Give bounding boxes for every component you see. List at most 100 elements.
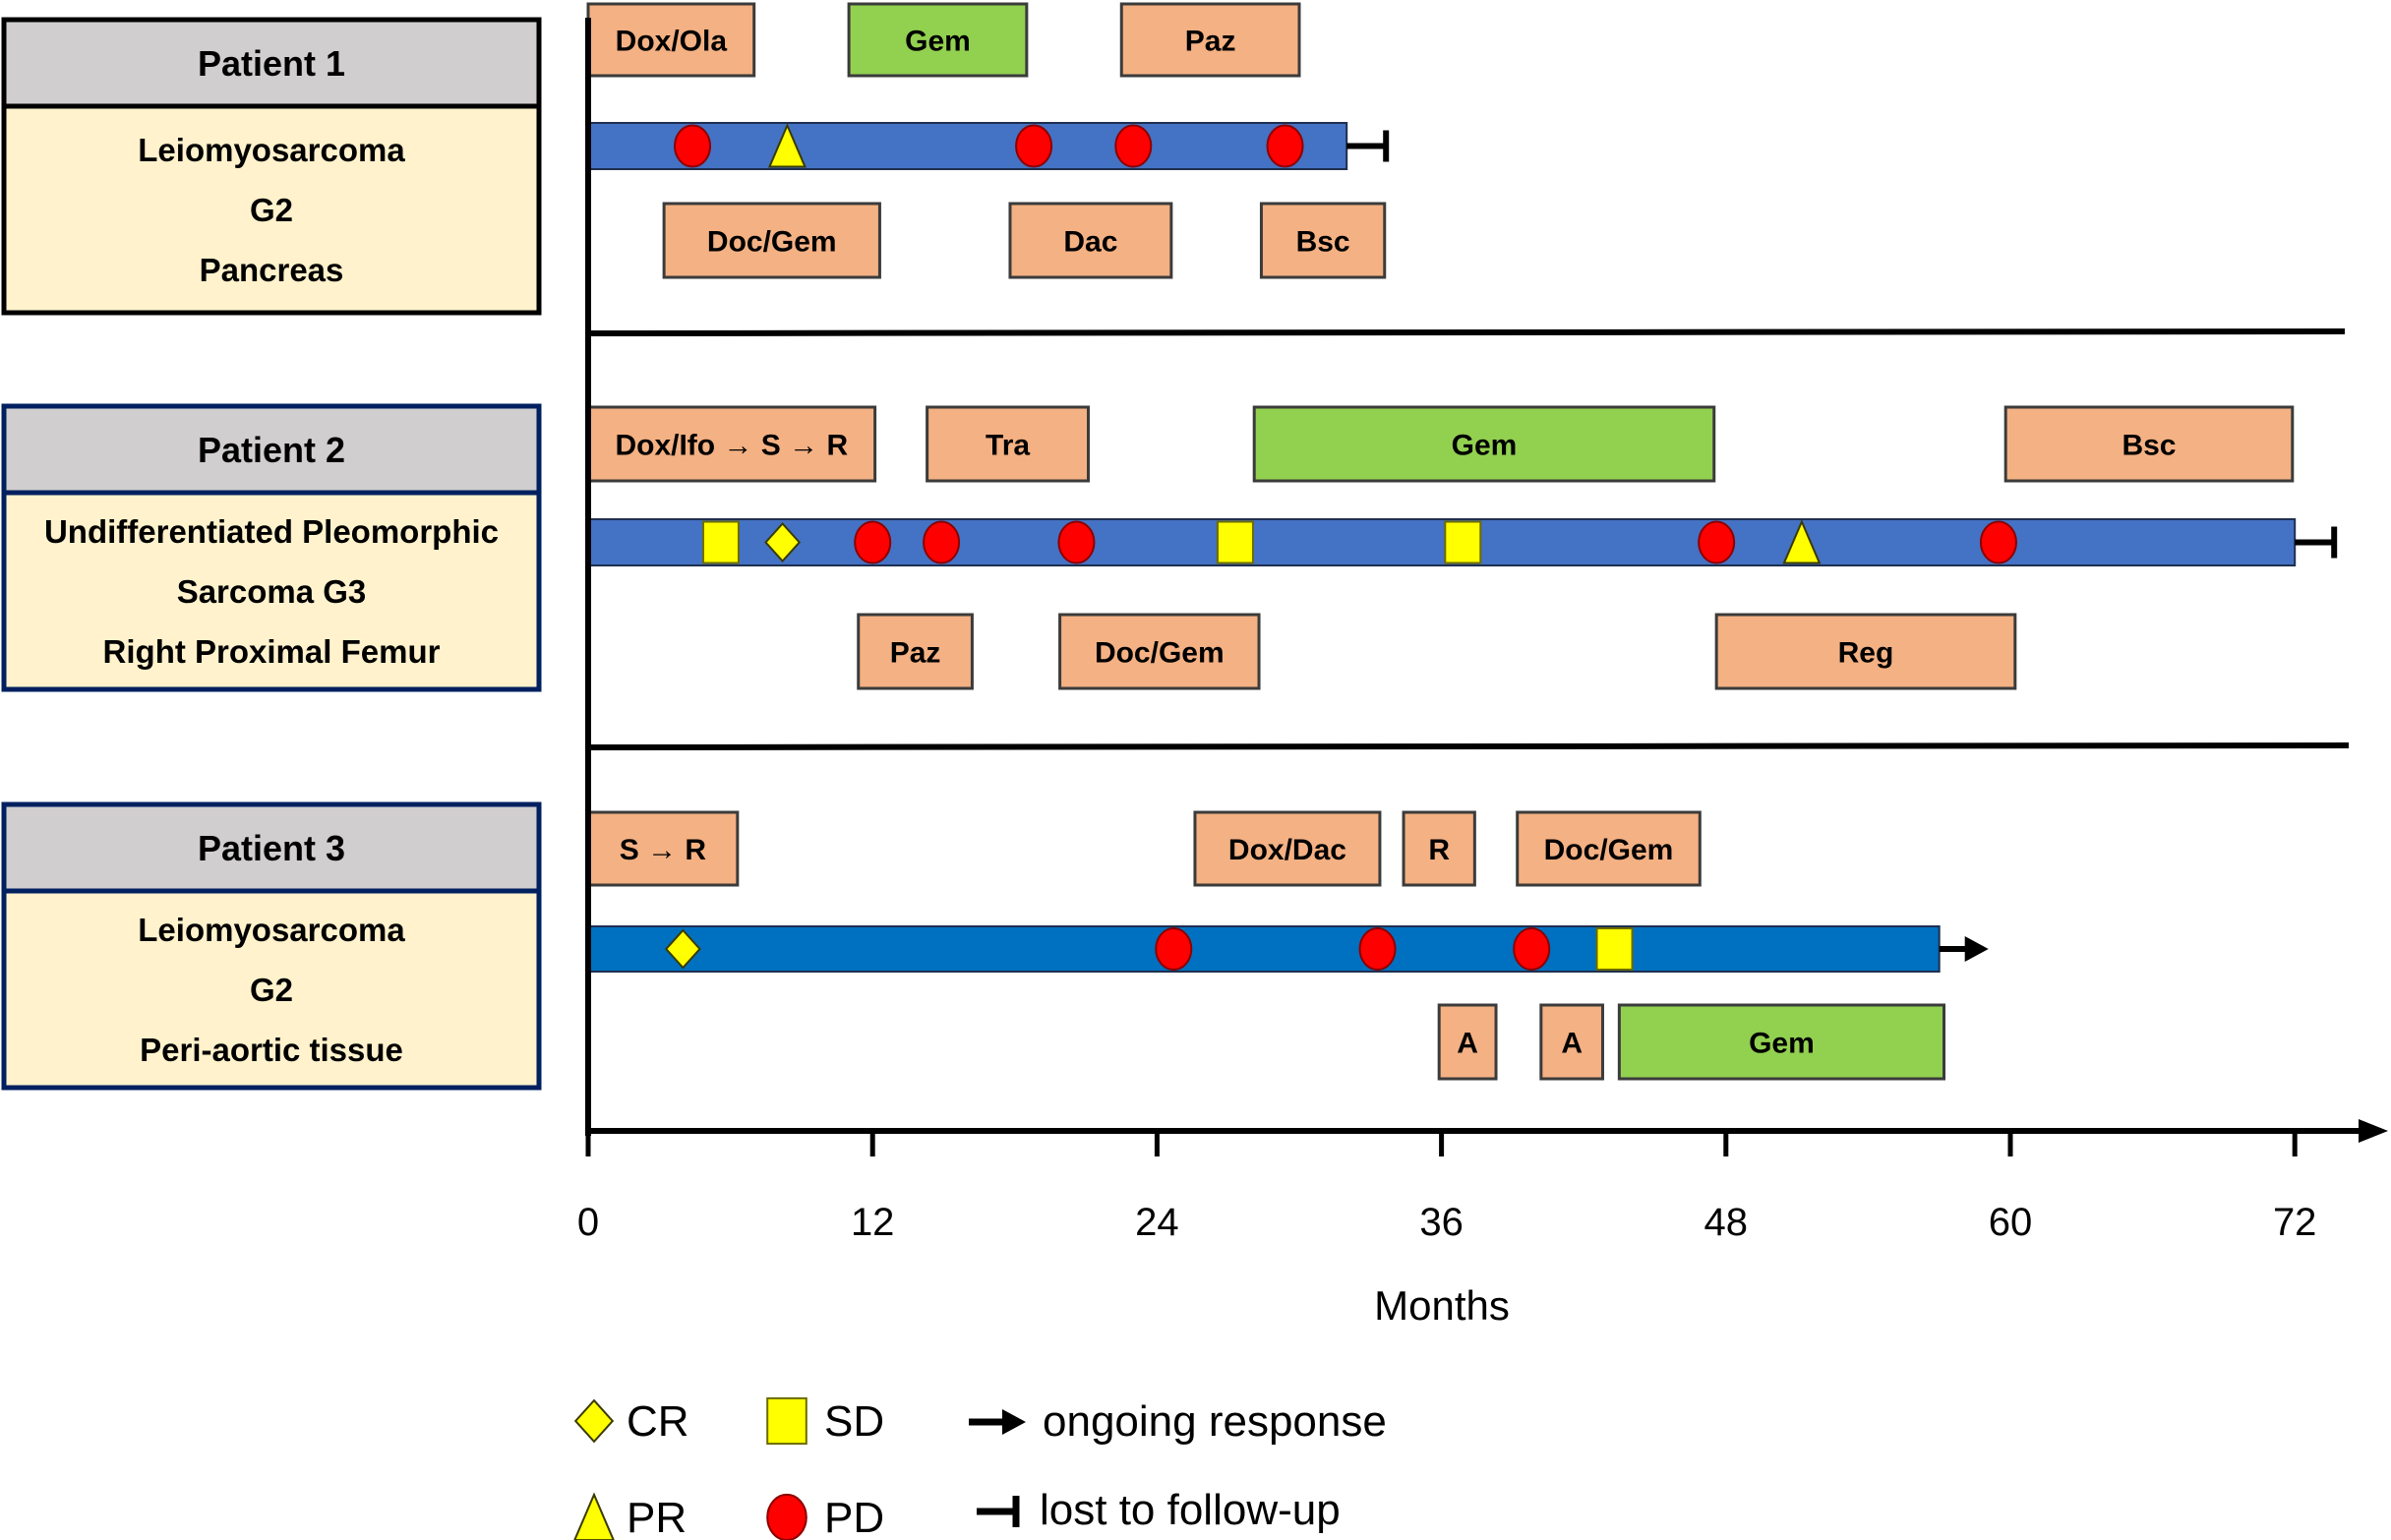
patient-details-box xyxy=(1,490,542,692)
x-tick-label: 36 xyxy=(1419,1201,1464,1244)
treatment-label: Doc/Gem xyxy=(1544,834,1674,866)
treatment-label: Bsc xyxy=(2122,430,2176,462)
treatment-below: Doc/Gem xyxy=(662,202,881,279)
sd-marker xyxy=(701,520,740,564)
treatment-box xyxy=(586,2,756,78)
treatment-label: Tra xyxy=(986,430,1030,462)
pd-marker xyxy=(1513,927,1551,971)
row-separators xyxy=(587,328,2350,750)
treatment-above: Gem xyxy=(1252,405,1716,483)
pd-marker xyxy=(923,520,961,564)
patient-panels: Patient 1LeiomyosarcomaG2PancreasPatient… xyxy=(1,17,542,1091)
patient-detail-line: Leiomyosarcoma xyxy=(138,132,405,168)
patient-detail-line: Leiomyosarcoma xyxy=(138,912,405,948)
treatment-label: Dox/Ola xyxy=(616,26,728,58)
treatment-box xyxy=(1402,810,1476,887)
treatment-box xyxy=(1259,202,1387,279)
pd-marker xyxy=(854,520,892,564)
legend-label: PR xyxy=(627,1494,687,1540)
treatment-label: R xyxy=(1428,834,1450,866)
pr-marker xyxy=(573,1492,615,1540)
treatment-label: Reg xyxy=(1838,637,1894,670)
treatment-above: Dox/Dac xyxy=(1193,810,1382,887)
legend-item: PD xyxy=(766,1493,884,1540)
sd-marker xyxy=(766,1396,807,1446)
pd-marker xyxy=(1015,124,1053,168)
treatment-below: A xyxy=(1539,1003,1604,1081)
pd-marker xyxy=(1155,927,1193,971)
x-tick-label: 0 xyxy=(577,1201,599,1244)
pd-marker xyxy=(1266,124,1304,168)
treatment-above: Tra xyxy=(926,405,1091,483)
separator-line xyxy=(587,328,2346,336)
pr-marker xyxy=(767,122,807,168)
pr-marker xyxy=(1782,518,1822,564)
treatment-box xyxy=(1516,810,1702,887)
patient-header-box xyxy=(1,17,542,109)
treatment-label: Paz xyxy=(1185,26,1236,58)
separator-line xyxy=(587,742,2350,750)
treatment-label: Gem xyxy=(1452,430,1518,462)
treatment-label: Doc/Gem xyxy=(1095,637,1225,670)
legend-arrow-head xyxy=(1002,1409,1026,1435)
treatment-box xyxy=(847,2,1029,78)
x-tick-label: 72 xyxy=(2273,1201,2317,1244)
treatment-box xyxy=(1714,613,2017,690)
treatment-box xyxy=(1617,1003,1946,1081)
treatment-box xyxy=(662,202,881,279)
treatment-below: Dac xyxy=(1008,202,1173,279)
treatment-box xyxy=(586,405,877,483)
treatment-label: Dox/Ifo → S → R xyxy=(615,430,848,462)
patient-title: Patient 2 xyxy=(198,430,345,470)
treatment-label: Dox/Dac xyxy=(1228,834,1346,866)
x-tick-label: 12 xyxy=(851,1201,895,1244)
treatment-box xyxy=(586,810,740,887)
pd-marker xyxy=(1057,520,1096,564)
patient-detail-line: Undifferentiated Pleomorphic xyxy=(44,513,499,550)
treatment-label: S → R xyxy=(620,834,707,866)
legend-item: PR xyxy=(573,1492,687,1540)
legend-item: SD xyxy=(766,1396,884,1446)
treatment-above: S → R xyxy=(586,810,740,887)
legend-item: ongoing response xyxy=(969,1397,1387,1446)
patient-detail-line: Pancreas xyxy=(200,252,344,288)
x-tick-label: 60 xyxy=(1989,1201,2033,1244)
treatment-label: Bsc xyxy=(1296,226,1350,259)
patient-detail-line: Sarcoma G3 xyxy=(177,573,367,610)
legend-item: CR xyxy=(573,1397,689,1446)
treatment-label: Gem xyxy=(1749,1028,1815,1060)
treatment-box xyxy=(926,405,1091,483)
treatment-box xyxy=(1008,202,1173,279)
treatment-box xyxy=(1193,810,1382,887)
treatment-box xyxy=(1539,1003,1604,1081)
treatment-above: Dox/Ola xyxy=(586,2,756,78)
treatment-box xyxy=(1058,613,1261,690)
sd-marker xyxy=(1216,520,1254,564)
patient-details-box xyxy=(1,103,542,316)
patient-panel-2: Patient 2 Undifferentiated PleomorphicSar… xyxy=(1,403,542,692)
sd-marker xyxy=(1444,520,1482,564)
legend-label: SD xyxy=(824,1397,884,1446)
patient-details-box xyxy=(1,888,542,1091)
x-axis-arrowhead xyxy=(2359,1119,2388,1143)
pd-marker xyxy=(1979,520,2017,564)
treatment-label: Gem xyxy=(905,26,971,58)
treatment-label: Dac xyxy=(1063,226,1117,259)
pd-marker xyxy=(1698,520,1736,564)
patient-title: Patient 1 xyxy=(198,43,345,84)
pd-marker xyxy=(674,124,712,168)
patient-title: Patient 3 xyxy=(198,828,345,868)
treatment-above: R xyxy=(1402,810,1476,887)
treatment-box xyxy=(1437,1003,1498,1081)
treatment-box xyxy=(2003,405,2295,483)
treatment-label: Paz xyxy=(890,637,941,670)
legend-label: PD xyxy=(824,1494,884,1540)
pd-marker xyxy=(1358,927,1397,971)
treatment-below: Bsc xyxy=(1259,202,1387,279)
